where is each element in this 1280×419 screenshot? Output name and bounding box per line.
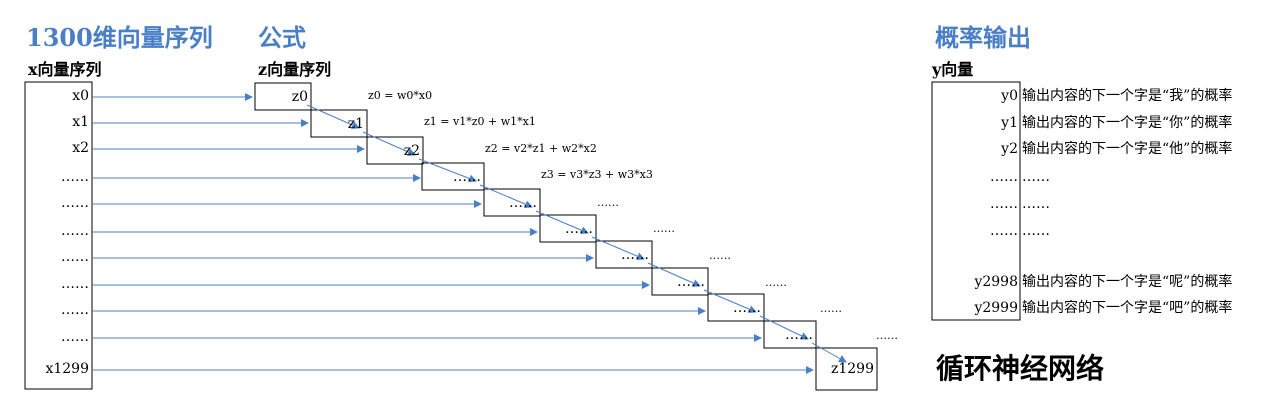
y-row-label: y1 [1001, 115, 1018, 131]
z-recurrent-arrow [306, 104, 360, 129]
x-row: …… [61, 276, 89, 292]
z-cell-label: …… [565, 221, 593, 237]
x-row: …… [61, 329, 89, 345]
z-cell-box [254, 82, 312, 111]
z-recurrent-arrow [591, 236, 645, 260]
x-vector-box [24, 81, 93, 390]
z-recurrent-arrow [811, 342, 847, 363]
x-row: …… [61, 195, 89, 211]
formula-text: z0 = w0*x0 [368, 89, 433, 102]
y-row-label: …… [990, 223, 1018, 239]
z-recurrent-arrow [418, 158, 477, 183]
z-recurrent-arrow [647, 262, 701, 287]
y-row-description: 输出内容的下一个字是“我”的概率 [1022, 88, 1233, 104]
z-cell-label: …… [621, 247, 649, 263]
z-cell-last-label: z1299 [830, 361, 874, 377]
z-recurrent-arrow [703, 289, 757, 313]
y-row-label: y2998 [974, 274, 1018, 290]
x-row: x0 [72, 88, 89, 104]
y-row-label: y2 [1001, 141, 1018, 157]
formula-heading: 公式 [258, 23, 306, 52]
z-cell-label: …… [733, 300, 761, 316]
z-recurrent-arrow [535, 210, 589, 234]
x-row: …… [61, 169, 89, 185]
y-row-label: y0 [1001, 88, 1018, 104]
z-cell-label: …… [785, 327, 813, 343]
y-vector-box [931, 81, 1021, 321]
formula-text: z2 = v2*z1 + w2*x2 [485, 142, 597, 155]
y-row-description: …… [1022, 169, 1050, 185]
z-cell-label: z0 [291, 89, 308, 105]
x-row: …… [61, 302, 89, 318]
x-column-header: x向量序列 [28, 60, 102, 79]
z-cell-box [707, 293, 765, 322]
formula-text: …… [653, 222, 675, 235]
x-row: …… [61, 223, 89, 239]
z-cell-box [483, 188, 541, 217]
x-row: …… [61, 249, 89, 265]
formula-text: …… [820, 302, 842, 315]
z-cell-box [310, 109, 368, 138]
z-cell-box [366, 136, 424, 165]
z-cell-label: …… [509, 195, 537, 211]
z-recurrent-arrow [362, 131, 416, 156]
z-cell-box [539, 214, 597, 243]
z-cell-box [421, 162, 485, 191]
z-cell-label: …… [677, 274, 705, 290]
z-cell-box [651, 267, 709, 296]
z-cell-label: …… [453, 169, 481, 185]
x-sequence-heading: 1300维向量序列 [26, 23, 213, 52]
formula-text: z3 = v3*z3 + w3*x3 [541, 168, 653, 181]
x-row-last: x1299 [45, 361, 89, 377]
z-recurrent-arrow [479, 184, 533, 208]
formula-text: …… [597, 196, 619, 209]
y-row-label: …… [990, 169, 1018, 185]
x-row: x2 [72, 140, 89, 156]
z-cell-box [595, 240, 653, 269]
formula-text: z1 = v1*z0 + w1*x1 [424, 115, 536, 128]
y-row-description: …… [1022, 223, 1050, 239]
z-last-box [815, 347, 878, 391]
y-row-description: 输出内容的下一个字是“你”的概率 [1022, 115, 1233, 131]
formula-text: …… [765, 276, 787, 289]
y-row-description: 输出内容的下一个字是“他”的概率 [1022, 141, 1233, 157]
z-recurrent-arrow [759, 315, 809, 340]
z-column-header: z向量序列 [258, 60, 332, 79]
y-column-header: y向量 [932, 60, 974, 79]
z-cell-label: z1 [347, 116, 364, 132]
y-row-description: 输出内容的下一个字是“吧”的概率 [1022, 300, 1233, 316]
y-row-description: …… [1022, 196, 1050, 212]
z-cell-box [763, 320, 817, 349]
y-row-label: …… [990, 196, 1018, 212]
formula-text: …… [876, 329, 898, 342]
x-row: x1 [72, 114, 89, 130]
output-heading: 概率输出 [935, 23, 1031, 52]
z-cell-label: z2 [403, 143, 420, 159]
rnn-label: 循环神经网络 [936, 352, 1105, 385]
y-row-label: y2999 [974, 300, 1018, 316]
formula-text: …… [709, 249, 731, 262]
y-row-description: 输出内容的下一个字是“呢”的概率 [1022, 274, 1233, 290]
